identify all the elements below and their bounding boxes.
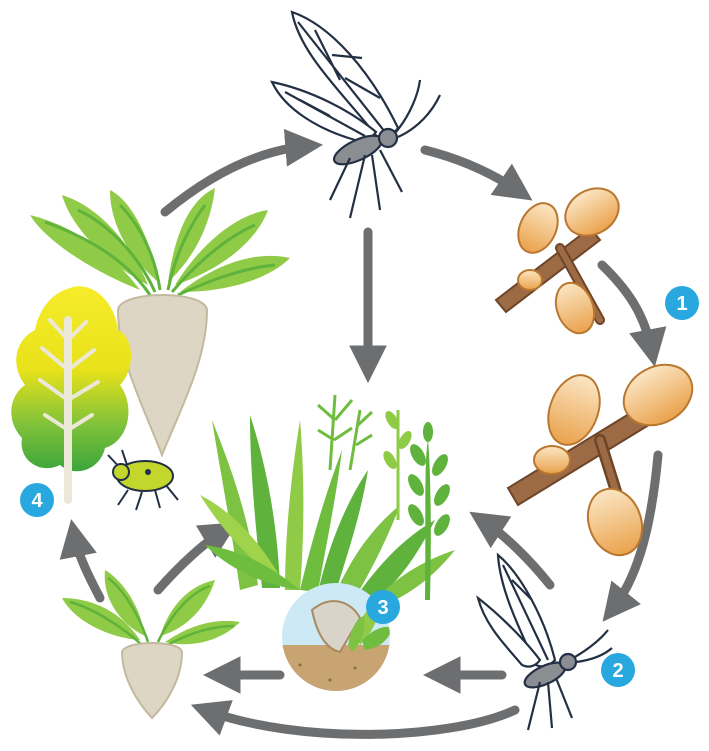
step-number-4: 4 (31, 490, 43, 512)
arrow-buds-to-buds (602, 265, 652, 352)
weed-cluster-icon (200, 395, 455, 600)
step-number-1: 1 (676, 293, 687, 315)
arrow-seedling-to-weeds (158, 530, 225, 590)
wingless-aphid-icon (108, 450, 178, 510)
winged-aphid-top-icon (272, 12, 440, 218)
step-number-3: 3 (377, 597, 388, 619)
winter-bud-large-icon (508, 353, 703, 563)
winter-bud-top-icon (496, 179, 627, 339)
arrow-seedling-to-infected (74, 534, 100, 598)
step-badge-1: 1 (665, 286, 699, 320)
step-badge-3: 3 (366, 590, 400, 624)
step-badge-4: 4 (20, 483, 54, 517)
arrow-aphid-to-buds (425, 150, 520, 192)
arrow-beet-to-aphid (165, 146, 308, 212)
step-badge-2: 2 (601, 653, 635, 687)
step-number-2: 2 (612, 660, 623, 682)
seedling-beet-icon (62, 570, 240, 718)
arrow-aphid-to-seedling (205, 710, 515, 734)
